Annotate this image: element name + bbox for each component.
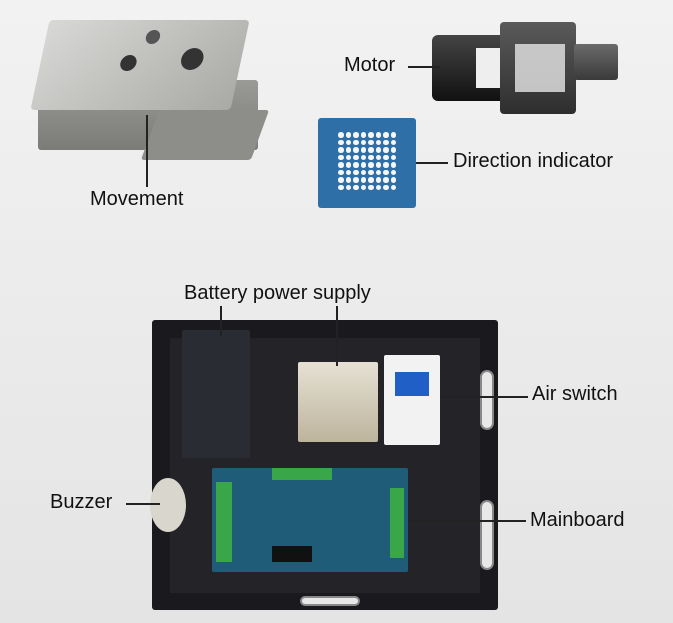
- air-switch-label: Air switch: [532, 383, 618, 405]
- direction-indicator-leader-line: [416, 162, 448, 164]
- mount-slot: [300, 596, 360, 606]
- motor-shaft: [574, 44, 618, 80]
- mainboard-label: Mainboard: [530, 509, 625, 531]
- buzzer-photo: [150, 478, 186, 532]
- led-matrix: [338, 132, 396, 190]
- air-switch-lever: [395, 372, 429, 396]
- motor-sticker: [476, 48, 500, 88]
- direction-indicator-label: Direction indicator: [453, 150, 614, 172]
- motor-leader-line: [408, 66, 440, 68]
- direction-indicator-photo: [318, 118, 416, 208]
- mainboard-leader-line: [408, 520, 526, 522]
- transformer-photo: [298, 362, 378, 442]
- mount-slot: [480, 500, 494, 570]
- buzzer-leader-line: [126, 503, 160, 505]
- battery-power-supply-label: Battery power supply: [184, 282, 371, 304]
- mount-slot: [480, 370, 494, 430]
- movement-leader-line: [146, 115, 148, 187]
- motor-label: Motor: [344, 54, 396, 76]
- battery-leader-line: [220, 306, 222, 336]
- gearbox-sticker: [515, 44, 565, 92]
- power-supply-leader-line: [336, 306, 338, 366]
- battery-photo: [182, 330, 250, 458]
- buzzer-label: Buzzer: [50, 491, 113, 513]
- mainboard-photo: [212, 468, 408, 572]
- air-switch-photo: [384, 355, 440, 445]
- movement-base-plate: [140, 110, 270, 160]
- air-switch-leader-line: [440, 396, 528, 398]
- movement-label: Movement: [90, 188, 184, 210]
- movement-top-plate: [30, 20, 250, 110]
